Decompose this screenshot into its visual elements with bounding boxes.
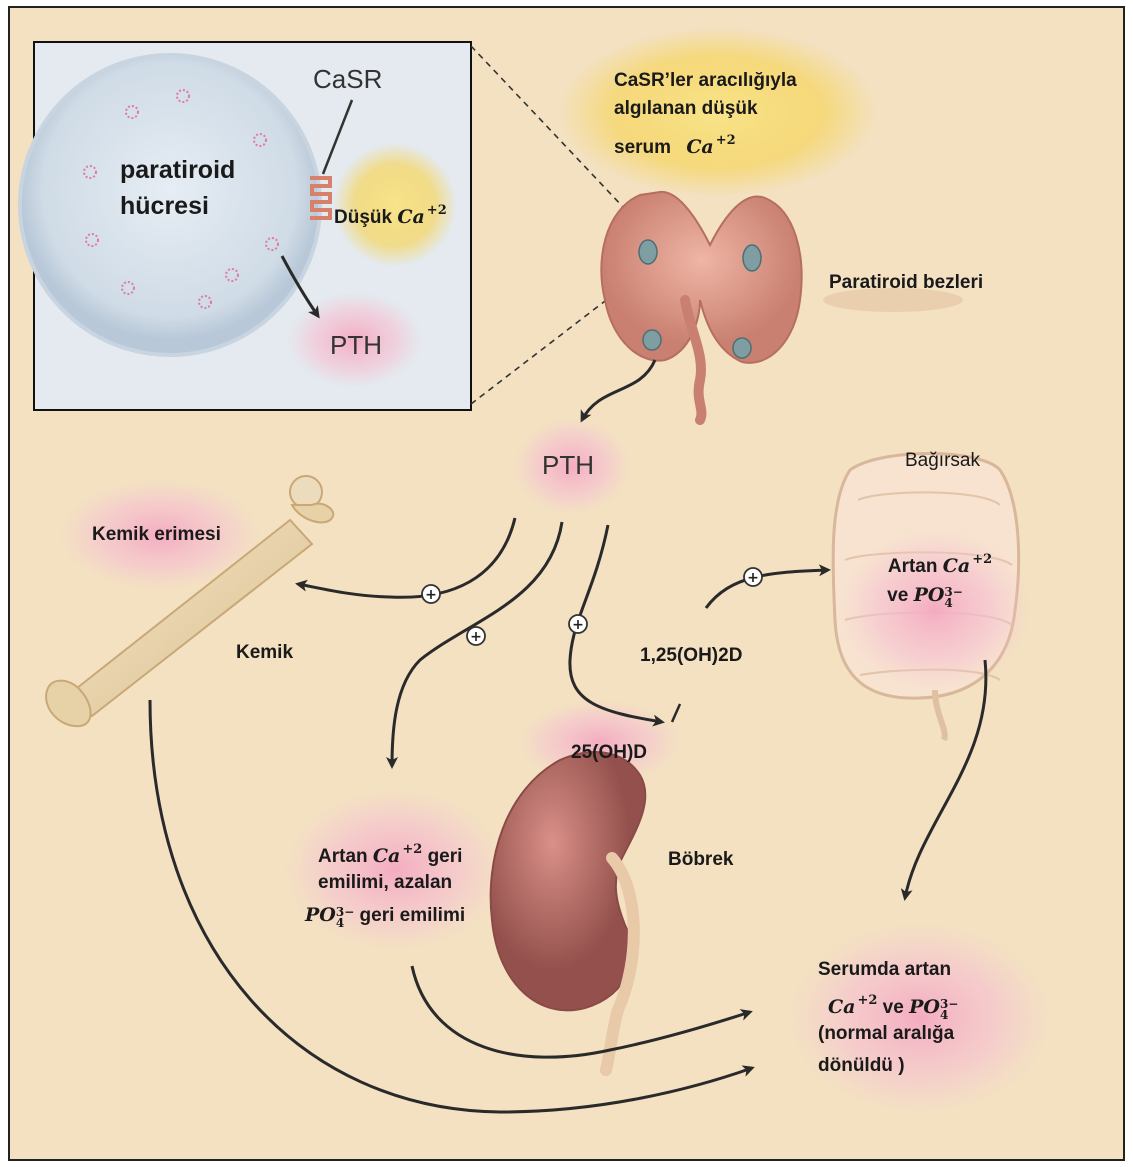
- kidney-phosphate-sub: 4: [336, 918, 354, 929]
- active-vitamin-d-label: 1,25(OH)2D: [640, 643, 742, 668]
- casr-label: CaSR: [313, 64, 382, 95]
- serum-phosphate-indices: 3−4: [940, 999, 958, 1021]
- intestine-and-word: ve: [887, 585, 908, 606]
- kidney-line3-tail: geri emilimi: [360, 905, 466, 926]
- kidney-calcium-charge: +2: [402, 842, 422, 857]
- intestine-phosphate-indices: 3−4: [944, 587, 962, 609]
- plus-marker-kidney: +: [467, 627, 485, 645]
- parathyroid-glands-label: Paratiroid bezleri: [829, 270, 983, 295]
- intestine-label: Bağırsak: [905, 448, 980, 473]
- vitamin-d-precursor-label: 25(OH)D: [571, 740, 647, 765]
- kidney-effect-line3: PO3−4 geri emilimi: [305, 903, 465, 929]
- top-note-serum-word: serum: [614, 137, 671, 158]
- plus-marker-intestine: +: [744, 568, 762, 586]
- svg-text:+: +: [470, 629, 482, 645]
- low-calcium-word: Düşük: [334, 207, 392, 228]
- serum-and-word: ve: [883, 997, 904, 1018]
- serum-phosphate-base: PO: [909, 996, 940, 1018]
- vitamin-d-to-intestine-arrow: [706, 570, 828, 608]
- serum-calcium-charge: +2: [857, 993, 877, 1008]
- plus-marker-vitamin-d: +: [569, 615, 587, 633]
- intestine-calcium-charge: +2: [972, 552, 992, 567]
- kidney-phosphate-base: PO: [305, 904, 336, 926]
- pth-center-label: PTH: [542, 450, 594, 481]
- serum-line4: dönüldü ): [818, 1053, 905, 1078]
- kidney-increase-word: Artan: [318, 846, 368, 867]
- kidney-effect-line1: Artan Ca+2 geri: [318, 837, 462, 869]
- calcium-charge: +2: [427, 203, 447, 218]
- svg-text:+: +: [747, 570, 759, 586]
- cell-label-line2: hücresi: [120, 190, 209, 223]
- svg-text:+: +: [572, 617, 584, 633]
- top-note-line1: CaSR’ler aracılığıyla: [614, 68, 797, 93]
- intestine-effect-line1: Artan Ca+2: [860, 547, 1020, 579]
- top-note-line2: algılanan düşük: [614, 96, 758, 121]
- intestine-phosphate-sub: 4: [944, 598, 962, 609]
- kidney-label: Böbrek: [668, 847, 733, 872]
- serum-line1: Serumda artan: [818, 957, 951, 982]
- parathyroid-glands: [601, 192, 963, 420]
- intestine-increase-word: Artan: [888, 556, 938, 577]
- bone-label: Kemik: [236, 640, 293, 665]
- intestine-calcium-symbol: Ca: [943, 555, 970, 577]
- conversion-tick: [672, 704, 680, 722]
- svg-text:+: +: [425, 587, 437, 603]
- pth-to-bone-arrow: [298, 518, 515, 597]
- femur-bone: [46, 476, 333, 726]
- top-note-calcium-symbol: Ca: [686, 136, 713, 158]
- top-note-calcium-charge: +2: [716, 133, 736, 148]
- serum-line3: (normal aralığa: [818, 1021, 954, 1046]
- gland-to-pth-arrow: [582, 360, 655, 420]
- top-note-line3: serum Ca+2: [614, 128, 736, 160]
- serum-phosphate-sub: 4: [940, 1010, 958, 1021]
- intestine-effect-line2: ve PO3−4: [860, 583, 990, 609]
- kidney-line1-tail: geri: [428, 846, 463, 867]
- kidney-phosphate-indices: 3−4: [336, 907, 354, 929]
- intestine-phosphate-base: PO: [914, 584, 945, 606]
- inset-pth-label: PTH: [330, 330, 382, 361]
- calcium-symbol: Ca: [397, 206, 424, 228]
- plus-marker-bone: +: [422, 585, 440, 603]
- inset-low-calcium-label: Düşük Ca+2: [334, 198, 447, 230]
- kidney-effect-line2: emilimi, azalan: [318, 870, 452, 895]
- cell-label-line1: paratiroid: [120, 154, 235, 187]
- bone-resorption-label: Kemik erimesi: [92, 522, 221, 547]
- kidney-calcium-symbol: Ca: [373, 845, 400, 867]
- serum-line2: Ca+2 ve PO3−4: [828, 988, 958, 1021]
- serum-calcium-symbol: Ca: [828, 996, 855, 1018]
